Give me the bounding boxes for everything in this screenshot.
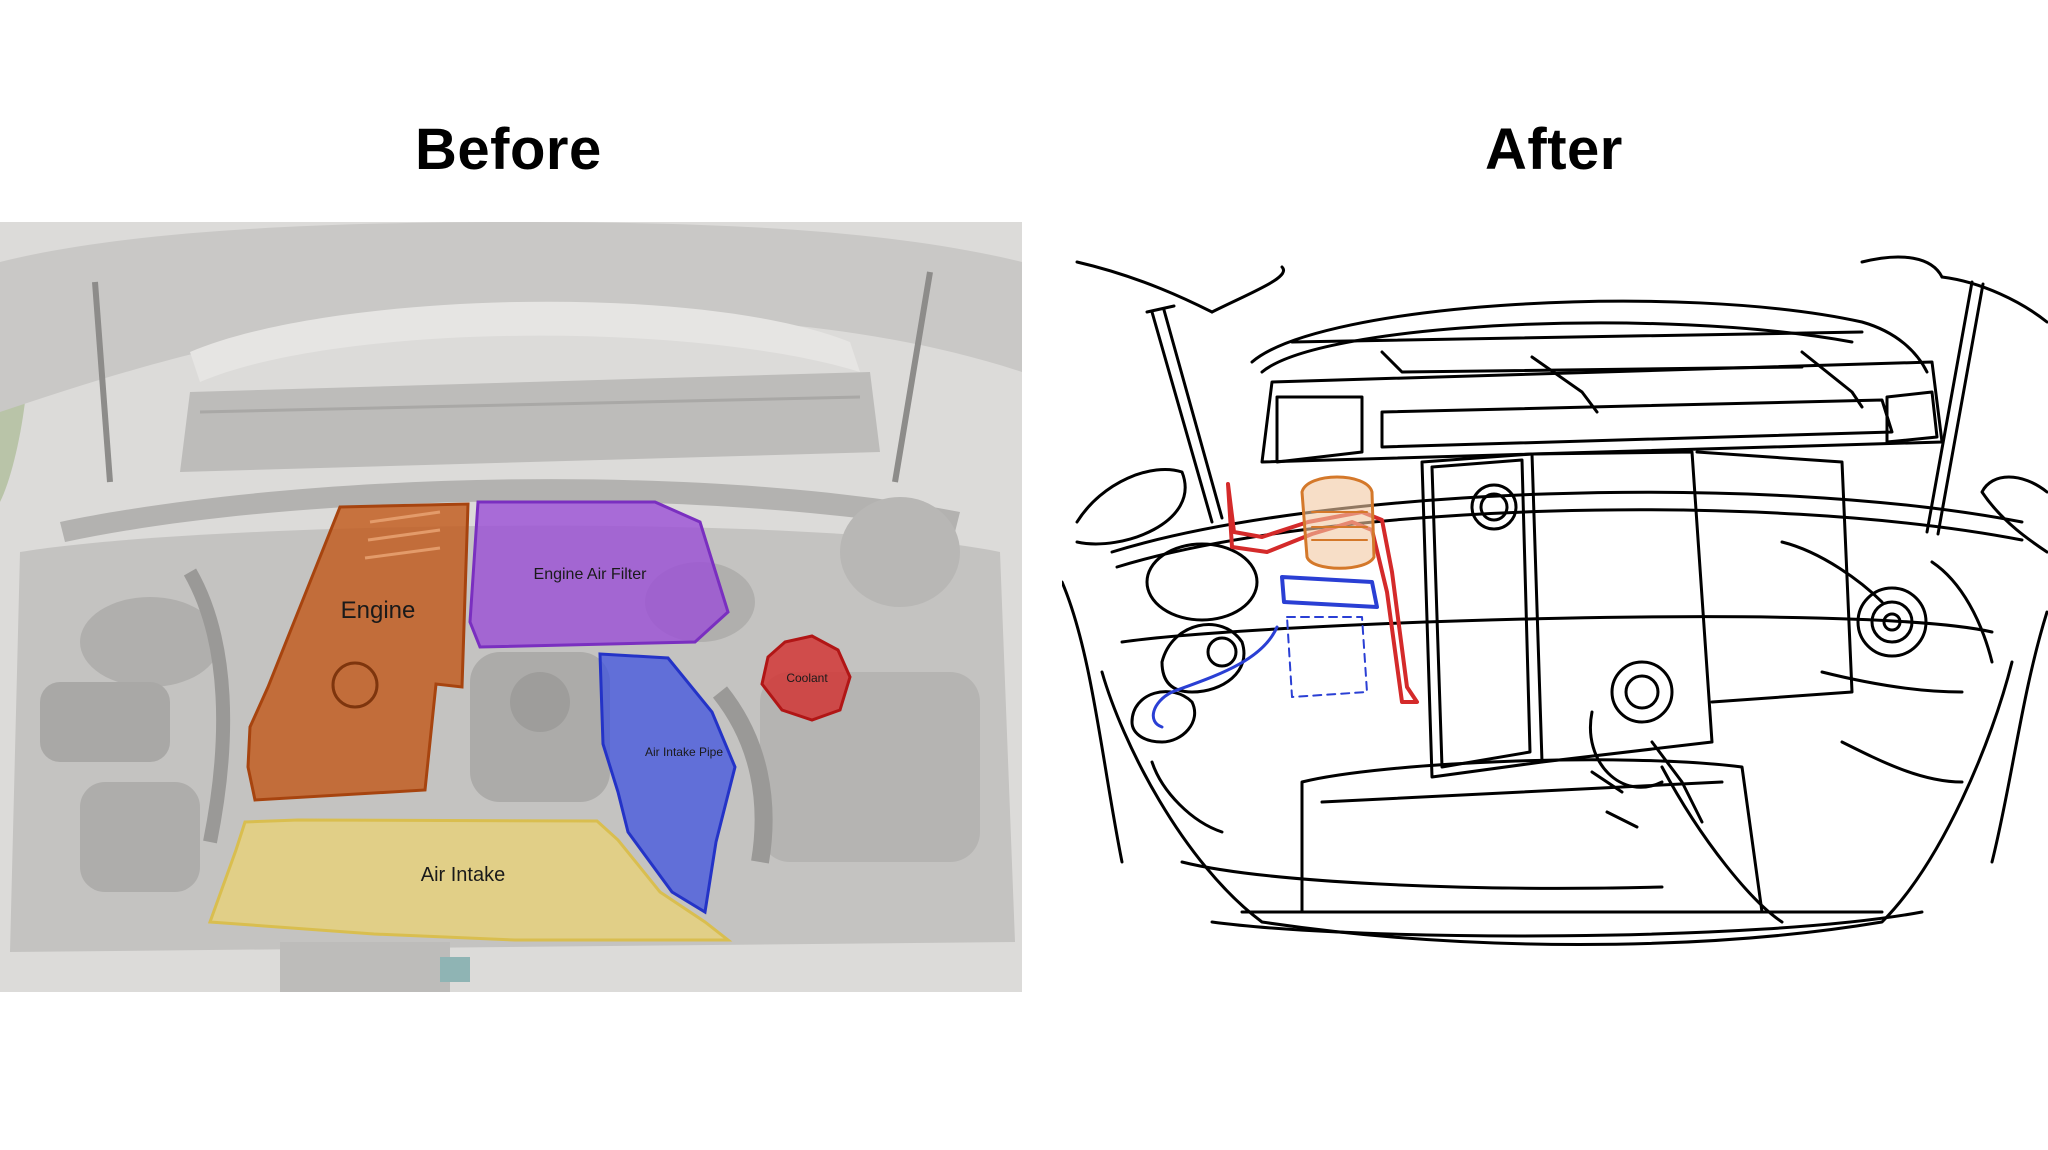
engine-bay-photo: Engine Engine Air Filter Coolant Air Int… — [0, 222, 1022, 992]
air-intake-label: Air Intake — [421, 864, 505, 886]
before-photo-panel: Engine Engine Air Filter Coolant Air Int… — [0, 222, 1022, 992]
orange-part — [1302, 477, 1374, 568]
air-filter-label: Engine Air Filter — [534, 566, 648, 583]
after-title: After — [1485, 116, 1623, 183]
air-intake-pipe-label: Air Intake Pipe — [645, 745, 723, 759]
before-title: Before — [415, 116, 602, 183]
coolant-label: Coolant — [786, 671, 828, 685]
engine-label: Engine — [341, 597, 416, 624]
engine-bay-sketch — [1062, 222, 2048, 992]
after-sketch-panel — [1062, 222, 2048, 992]
blue-part — [1282, 577, 1377, 607]
